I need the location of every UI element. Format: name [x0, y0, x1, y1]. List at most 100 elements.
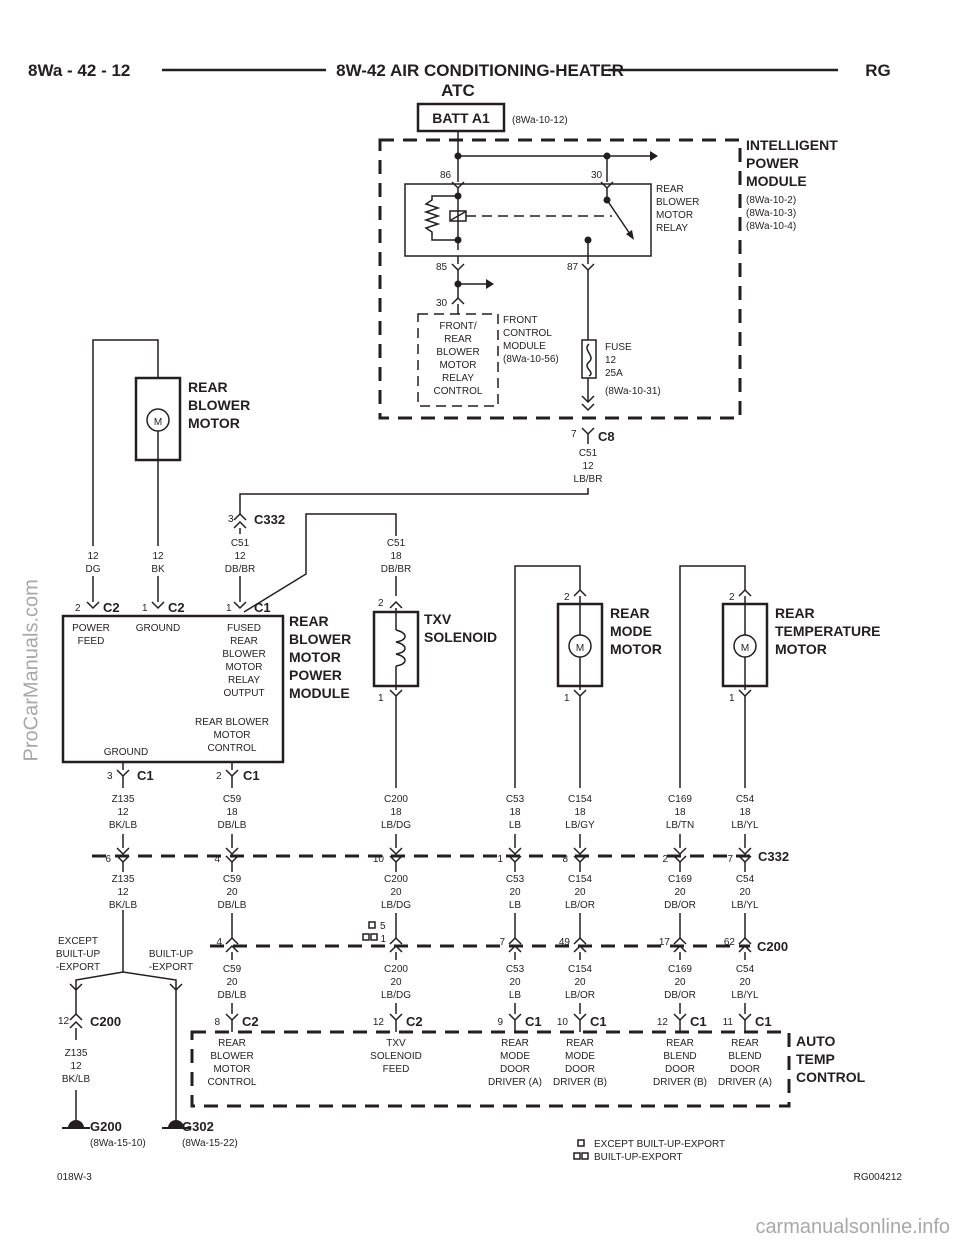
relay-pin-87: 87	[567, 262, 579, 273]
pm-ground-label-2: GROUND	[104, 747, 148, 758]
batt-a1-box	[416, 102, 506, 133]
pm-rear-control-2: MOTOR	[213, 730, 250, 741]
atc-pin-number: 12	[657, 1017, 669, 1028]
wire-row2-id: C53	[506, 874, 525, 885]
wire-row-3: C5920DB/LBC20020LB/DGC5320LBC15420LB/ORC…	[218, 964, 759, 1014]
wire-row1-gauge: 18	[674, 807, 686, 818]
atc-pin-label-2: BLOWER	[210, 1051, 253, 1062]
atc-pin-label-2: BLEND	[728, 1051, 761, 1062]
wire-row2-id: C154	[568, 874, 592, 885]
mode-motor-symbol: M	[576, 643, 584, 654]
pm-bottom-conn-2: C1	[243, 768, 260, 783]
c332-top-pin: 3	[228, 514, 234, 525]
pm-ground-label: GROUND	[136, 623, 180, 634]
batt-a1: BATT A1 (8Wa-10-12)	[416, 102, 568, 133]
c200-pin-mark	[573, 936, 587, 945]
fcm-label-4: (8Wa-10-56)	[503, 354, 559, 365]
txv-title-1: TXV	[424, 611, 452, 627]
wire-row1-gauge: 18	[390, 807, 402, 818]
c200-pin-mark	[673, 936, 687, 945]
c332-pin-mark	[738, 847, 752, 856]
wire-row2-gauge: 20	[739, 887, 751, 898]
atc-title-2: TEMP	[796, 1051, 835, 1067]
relay-label-1: REAR	[656, 184, 684, 195]
atc-border	[190, 1030, 791, 1108]
c332-pin-mark	[573, 847, 587, 856]
wire-row2-id: C200	[384, 874, 408, 885]
atc-pin-label-1: REAR	[666, 1038, 694, 1049]
fcm-box-line-1: FRONT/	[439, 321, 476, 332]
atc-connector-name: C1	[590, 1014, 607, 1029]
pm-pin-3: 1	[226, 603, 232, 614]
ipm-ref-3: (8Wa-10-4)	[746, 221, 796, 232]
ground-g302: G302	[182, 1119, 214, 1134]
atc-pin-label-1: TXV	[386, 1038, 406, 1049]
ipm-title-3: MODULE	[746, 173, 807, 189]
legend-except: EXCEPT BUILT-UP-EXPORT	[594, 1139, 725, 1150]
atc-pin-label-4: CONTROL	[208, 1077, 257, 1088]
pm-power-feed-2: FEED	[78, 636, 105, 647]
atc-pin-mark	[389, 1013, 403, 1022]
atc-pin-number: 9	[497, 1017, 503, 1028]
pm-conn-1: C2	[103, 600, 120, 615]
txv-pin-1: 1	[378, 693, 384, 704]
c200-pin-mark	[389, 944, 403, 953]
mode-pin-2: 2	[564, 592, 570, 603]
wire-row2-gauge: 20	[574, 887, 586, 898]
page-number: 8Wa - 42 - 12	[28, 61, 130, 80]
fcm-label-3: MODULE	[503, 341, 546, 352]
atc-pin-label-3: FEED	[383, 1064, 410, 1075]
wire-bk-gauge: 12	[152, 551, 164, 562]
atc-title-3: CONTROL	[796, 1069, 866, 1085]
fcm-box	[417, 313, 499, 407]
atc-pin-label-4: DRIVER (B)	[553, 1077, 607, 1088]
c200-pin-number: 17	[659, 937, 671, 948]
wire-row1-color: LB/GY	[565, 820, 595, 831]
relay-pin-85: 85	[436, 262, 448, 273]
c332-pin-number: 10	[373, 854, 385, 865]
c200-pin-mark	[738, 936, 752, 945]
pm-pin-2: 1	[142, 603, 148, 614]
wire-row3-color: LB	[509, 990, 522, 1001]
atc-pin-mark	[508, 1013, 522, 1022]
pm-title-1: REAR	[289, 613, 329, 629]
pm-title-2: BLOWER	[289, 631, 351, 647]
pm-fused-1: FUSED	[227, 623, 261, 634]
atc-pin-mark	[225, 1013, 239, 1022]
wire-row3-color: LB/YL	[731, 990, 759, 1001]
rear-blower-motor-title-1: REAR	[188, 379, 228, 395]
pm-fused-2: REAR	[230, 636, 258, 647]
wire-row1-color: DB/LB	[218, 820, 247, 831]
atc-connector-name: C1	[690, 1014, 707, 1029]
footer-right-code: RG004212	[854, 1172, 903, 1183]
c200-pin-mark	[508, 936, 522, 945]
wire-c51b-color: DB/BR	[381, 564, 412, 575]
atc-pin-label-4: DRIVER (B)	[653, 1077, 707, 1088]
grounds: G200 (8Wa-15-10) G302 (8Wa-15-22)	[62, 1119, 238, 1149]
c332-pin-mark	[225, 847, 239, 856]
c8-wire-gauge: 12	[582, 461, 594, 472]
c200-pin-number: 4	[216, 937, 222, 948]
wire-row-1: Z13512BK/LBC5918DB/LBC20018LB/DGC5318LBC…	[109, 794, 759, 848]
wire-c51-gauge: 12	[234, 551, 246, 562]
ground-g200-symbol	[68, 1120, 84, 1128]
ipm-ref-1: (8Wa-10-2)	[746, 195, 796, 206]
z135-left-id: Z135	[65, 1048, 88, 1059]
c332-name: C332	[758, 849, 789, 864]
wire-row3-id: C59	[223, 964, 242, 975]
atc-pin-label-1: REAR	[566, 1038, 594, 1049]
c200-pin-number: 1	[380, 934, 386, 945]
fuse-label: FUSE	[605, 342, 632, 353]
pm-pin-1: 2	[75, 603, 81, 614]
wire-row2-color: LB/OR	[565, 900, 595, 911]
wire-row2-gauge: 20	[390, 887, 402, 898]
c200-pin-number: 49	[559, 937, 571, 948]
ipm-title-2: POWER	[746, 155, 799, 171]
atc-pin-number: 11	[723, 1017, 734, 1028]
c200-pin-mark	[225, 936, 239, 945]
rear-blower-motor-title-3: MOTOR	[188, 415, 240, 431]
atc-connector-name: C1	[755, 1014, 772, 1029]
c332-pin-mark	[508, 847, 522, 856]
atc-pin-label-2: MODE	[565, 1051, 595, 1062]
